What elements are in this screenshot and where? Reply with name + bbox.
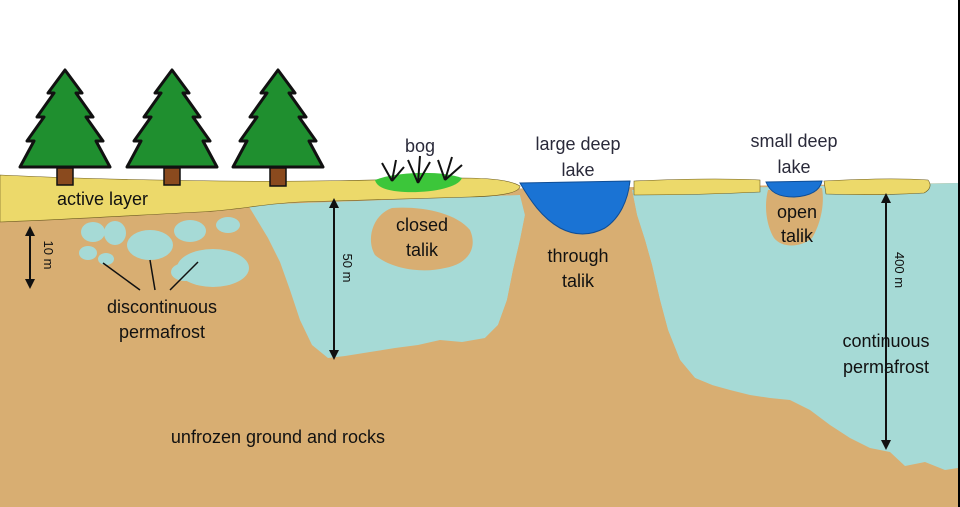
label-unfrozen-ground: unfrozen ground and rocks	[171, 427, 385, 447]
scale-label-10m: 10 m	[41, 241, 56, 270]
tree-icon	[125, 68, 219, 186]
bog-grass-icon	[381, 155, 463, 184]
discontinuous-permafrost-patches	[79, 217, 249, 287]
label-closed-talik-1: closed	[396, 215, 448, 235]
scale-label-50m: 50 m	[340, 254, 355, 283]
label-open-talik-2: talik	[781, 226, 814, 246]
label-open-talik-1: open	[777, 202, 817, 222]
label-large-lake-2: lake	[561, 160, 594, 180]
label-small-lake-2: lake	[777, 157, 810, 177]
scale-arrow-50m	[329, 198, 339, 360]
label-discontinuous-1: discontinuous	[107, 297, 217, 317]
label-continuous-1: continuous	[842, 331, 929, 351]
closed-talik	[370, 207, 473, 271]
open-talik	[766, 188, 823, 246]
discontinuous-callout-lines	[102, 259, 199, 291]
scale-arrow-400m	[881, 193, 891, 450]
large-deep-lake	[519, 180, 631, 235]
tree-icon	[231, 68, 325, 187]
label-small-lake-1: small deep	[750, 131, 837, 151]
small-deep-lake	[765, 180, 823, 198]
label-continuous-2: permafrost	[843, 357, 929, 377]
label-large-lake-1: large deep	[535, 134, 620, 154]
through-talik	[485, 190, 712, 430]
label-active-layer: active layer	[57, 189, 148, 209]
scale-label-400m: 400 m	[892, 252, 907, 288]
scale-arrow-10m	[25, 226, 35, 289]
label-bog: bog	[405, 136, 435, 156]
label-through-talik-1: through	[547, 246, 608, 266]
continuous-permafrost-zone	[632, 183, 958, 470]
label-discontinuous-2: permafrost	[119, 322, 205, 342]
label-closed-talik-2: talik	[406, 240, 439, 260]
tree-icon	[18, 68, 112, 186]
label-through-talik-2: talik	[562, 271, 595, 291]
